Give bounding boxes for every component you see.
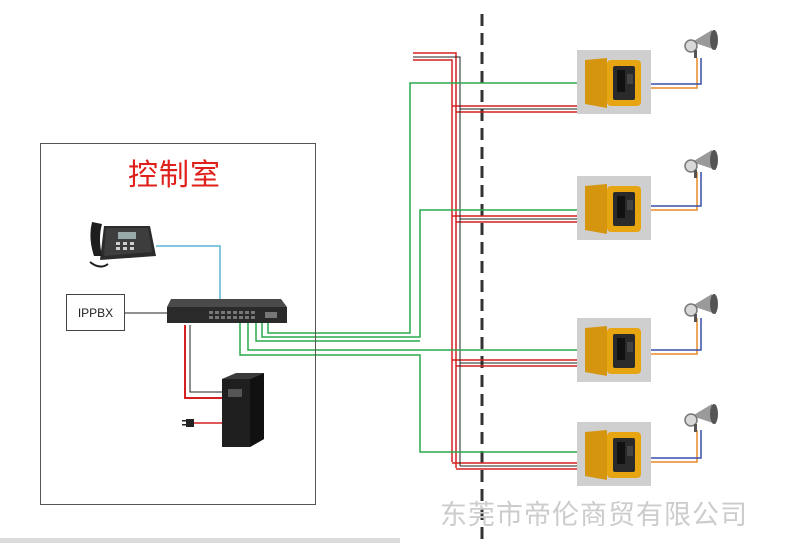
- horn-speaker-icon: [684, 294, 718, 322]
- desk-phone-icon: [89, 222, 156, 268]
- ups-tower-icon: [222, 373, 264, 447]
- control-room-box: [40, 143, 316, 505]
- network-cables: [239, 82, 577, 453]
- ippbx-label: IPPBX: [77, 305, 114, 320]
- ups-power-cable: [184, 325, 222, 399]
- network-switch-icon: [167, 299, 287, 323]
- emergency-phone-cabinet-icon: [577, 50, 651, 114]
- emergency-phone-cabinet-icon: [577, 176, 651, 240]
- emergency-phone-cabinet-icon: [577, 318, 651, 382]
- ups-power-cable-2: [189, 325, 222, 393]
- power-trunk: [413, 52, 577, 470]
- bottom-strip: [0, 538, 400, 543]
- horn-speaker-icon: [684, 30, 718, 58]
- control-room-title: 控制室: [128, 158, 221, 193]
- ippbx-box: IPPBX: [66, 294, 125, 331]
- horn-speaker-icon: [684, 150, 718, 178]
- signal-trunk: [413, 56, 577, 467]
- speaker-lines: [651, 58, 702, 463]
- watermark-text: 东莞市帝伦商贸有限公司: [440, 500, 748, 531]
- power-plug-icon: [182, 419, 194, 427]
- emergency-phone-cabinet-icon: [577, 422, 651, 486]
- horn-speaker-icon: [684, 404, 718, 432]
- phone-cable: [156, 245, 221, 300]
